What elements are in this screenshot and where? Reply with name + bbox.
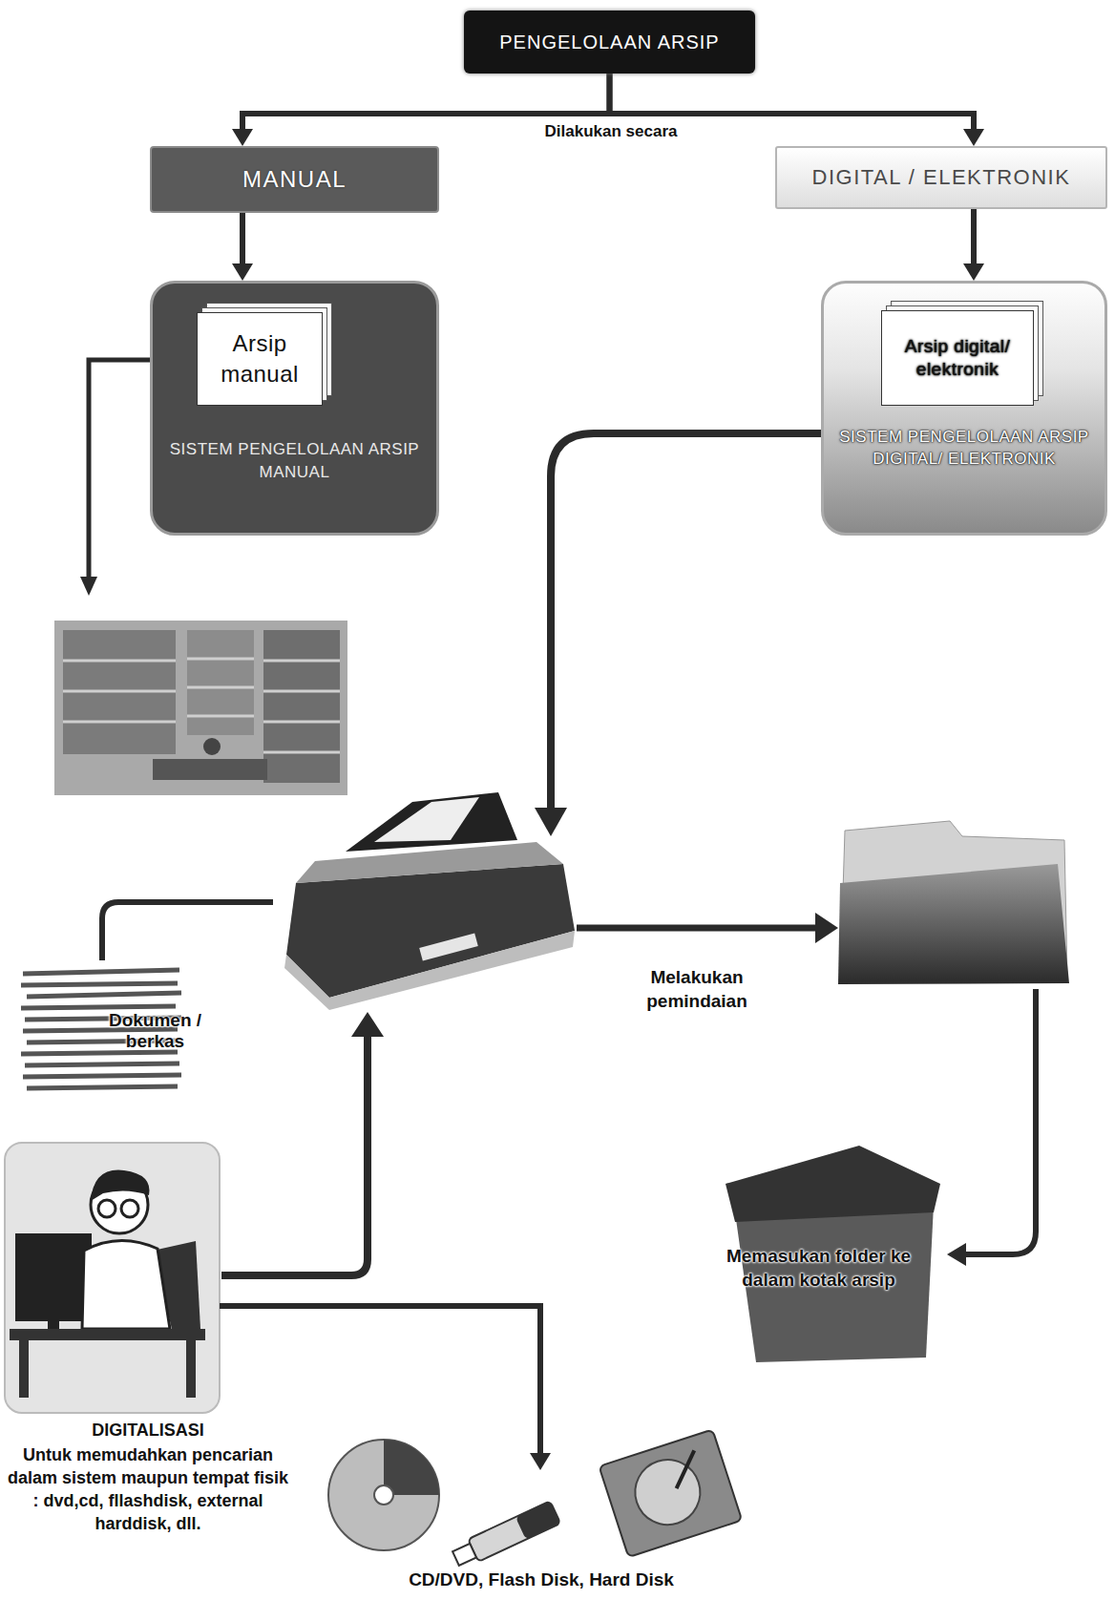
archive-box: Memasukan folder ke dalam kotak arsip (692, 1142, 946, 1363)
glasses (98, 1199, 116, 1218)
category-box: MANUAL (149, 146, 440, 213)
node-heading: SISTEM PENGELOLAAN ARSIP DIGITAL/ ELEKTR… (835, 426, 1094, 471)
document-stack: Dokumen / berkas (19, 964, 225, 1098)
node-body: Untuk memudahkan pencarian dalam sistem … (4, 1444, 292, 1536)
scanner-front (284, 930, 575, 1010)
arrow-head (946, 1242, 967, 1266)
cd-hole (374, 1485, 394, 1505)
person (203, 737, 221, 756)
desk-leg (186, 1340, 196, 1398)
node-heading: MANUAL (242, 166, 347, 193)
desk (9, 1328, 206, 1341)
torso (82, 1240, 170, 1329)
control-panel (419, 932, 479, 961)
category-box: DIGITAL / ELEKTRONIK (775, 146, 1108, 210)
storage-group: CD/DVD, Flash Disk, Hard Disk (326, 1470, 757, 1564)
desk-leg (19, 1340, 29, 1398)
flow-arrow (576, 912, 839, 944)
system-panel: SISTEM PENGELOLAAN ARSIP DIGITAL/ ELEKTR… (820, 280, 1108, 536)
node-heading: Dokumen / berkas (85, 1009, 225, 1052)
hard-disk (598, 1429, 742, 1557)
shelf (263, 630, 340, 783)
note-label: Dilakukan secara (505, 122, 716, 142)
photo-ground (54, 620, 348, 796)
paper-feeder (345, 792, 518, 852)
flow-arrow (221, 1011, 384, 1276)
arrow-head (534, 807, 568, 837)
shelf (187, 630, 254, 736)
library-photo (54, 620, 348, 796)
connector-line (239, 212, 246, 268)
node-heading: Arsip manual (203, 328, 316, 391)
arrow-head (963, 128, 985, 147)
flash-body (467, 1500, 561, 1562)
digitization-panel: DIGITALISASIUntuk memudahkan pencarian d… (4, 1142, 220, 1413)
connector-line (970, 209, 977, 268)
arrow-line (88, 359, 150, 579)
paper-sheet (374, 797, 480, 842)
scanner-lid (295, 841, 564, 884)
node-heading: PENGELOLAAN ARSIP (499, 31, 719, 54)
caption-block: DIGITALISASIUntuk memudahkan pencarian d… (4, 1419, 292, 1536)
title-box: PENGELOLAAN ARSIP (463, 10, 756, 74)
arrow-head (963, 263, 985, 281)
arrow-head (231, 263, 253, 281)
caption-block: CD/DVD, Flash Disk, Hard Disk (326, 1569, 757, 1591)
arrow-head (815, 912, 839, 944)
arrow-head (231, 128, 253, 147)
arrow-line (576, 925, 818, 932)
arrow-head (351, 1011, 384, 1037)
arrow-head (529, 1452, 551, 1471)
flow-arrow (946, 988, 1036, 1266)
cd-disc (328, 1439, 440, 1551)
system-panel: SISTEM PENGELOLAAN ARSIP MANUAL Arsip man… (149, 280, 440, 536)
document-card: Arsip digital/ elektronik (881, 310, 1034, 406)
connector (231, 212, 253, 281)
flow-arrow (534, 433, 821, 837)
person-illustration (4, 1142, 220, 1413)
arrow-line (550, 433, 821, 810)
box-lid (725, 1145, 941, 1222)
flash-cap (515, 1500, 561, 1539)
folder-front (838, 863, 1070, 985)
disk-arm (667, 1450, 704, 1489)
folder (838, 820, 1070, 985)
document-card: Arsip manual (196, 312, 323, 406)
note-label: Melakukan pemindaian (620, 966, 774, 1013)
node-heading: Memasukan folder ke dalam kotak arsip (697, 1244, 940, 1292)
connector-line (219, 1305, 541, 1457)
flash-disk (450, 1500, 561, 1570)
node-heading: Arsip digital/ elektronik (887, 335, 1028, 381)
hair (90, 1170, 149, 1201)
scanner (284, 792, 575, 1010)
arrow-line (221, 1034, 368, 1276)
node-heading: DIGITAL / ELEKTRONIK (812, 165, 1072, 190)
flash-plug (452, 1543, 477, 1566)
storage-devices (328, 1429, 742, 1570)
node-heading: CD/DVD, Flash Disk, Hard Disk (326, 1569, 757, 1591)
arrow-line (964, 988, 1036, 1255)
picture-ground (4, 1142, 220, 1413)
shelf-boards (63, 658, 340, 753)
connector (963, 209, 985, 281)
node-heading: DIGITALISASI (4, 1419, 292, 1443)
feed-line (102, 902, 274, 961)
monitor (15, 1233, 92, 1322)
glasses (121, 1199, 139, 1218)
cd-shade (383, 1439, 440, 1495)
desk (152, 758, 268, 780)
disk-case (598, 1429, 742, 1557)
disk-platter (627, 1451, 710, 1534)
arrow-head (80, 576, 98, 596)
node-heading: SISTEM PENGELOLAAN ARSIP MANUAL (164, 438, 425, 484)
flow-arrow (80, 359, 150, 596)
